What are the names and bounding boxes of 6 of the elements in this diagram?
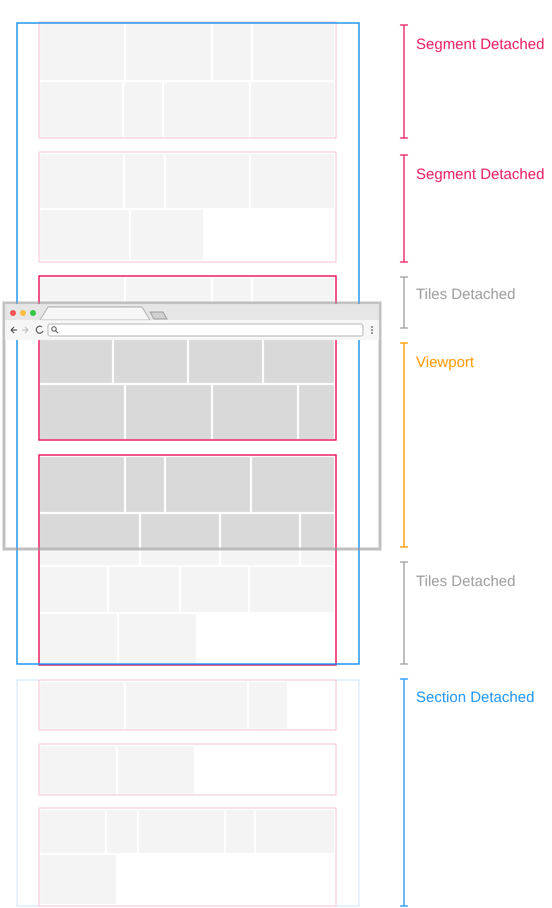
bracket-label: Viewport — [416, 354, 474, 372]
bracket-label: Segment Detached — [416, 166, 544, 184]
bracket-label: Segment Detached — [416, 36, 544, 54]
bracket-label: Tiles Detached — [416, 286, 516, 304]
bracket-label: Tiles Detached — [416, 573, 516, 591]
bracket-label: Section Detached — [416, 689, 534, 707]
